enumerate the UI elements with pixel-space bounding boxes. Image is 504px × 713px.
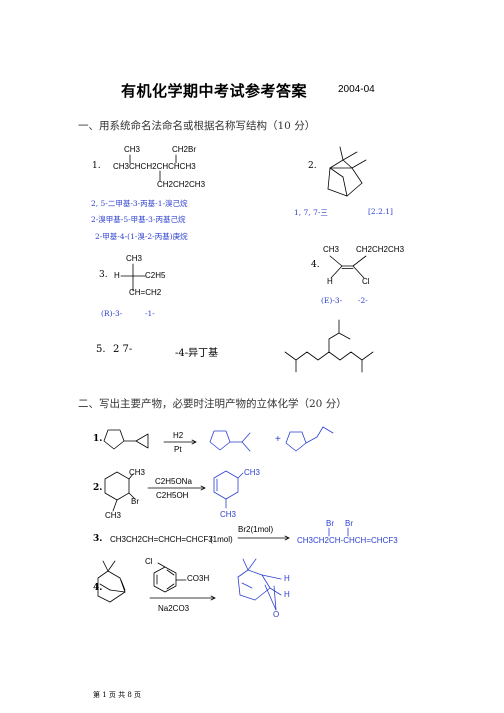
q4-answer-right: -2- [358,296,368,305]
q4-bottom-cl: Cl [362,277,370,286]
q2-number: 2. [308,161,317,171]
q4-alkene-structure [330,256,366,278]
q3-right-ethyl: C2H5 [145,271,166,280]
q1-answer-2: 2-溴甲基-5-甲基-3-丙基己烷 [91,215,186,224]
q2-answer-left: 1, 7, 7-三 [294,208,328,217]
q5-skeletal-structure [285,352,373,360]
r4-prod-h2: H [284,590,290,599]
q4-number: 4. [311,260,320,270]
r1-reactant-structure [104,430,148,449]
q3-number: 3. [99,270,108,280]
q4-bottom-h: H [327,277,333,286]
page-number: 第 1 页 共 8 页 [93,691,142,699]
r3-amount: (1mol) [210,535,233,544]
r3-arrowhead [285,536,289,540]
q1-answer-1: 2, 5-二甲基-3-丙基-1-溴己烷 [91,199,188,208]
r2-reagent-solvent: C2H5OH [156,491,189,500]
q1-answer-3: 2-甲基-4-(1-溴-2-丙基)庚烷 [95,232,188,241]
r1-arrowhead [192,440,196,444]
r2-sub-ch3-top: CH3 [129,468,146,477]
q4-top-propyl: CH2CH2CH3 [356,245,405,254]
r1-plus: + [275,434,281,445]
r1-product-isopropylcyclopentane [210,431,250,451]
q3-top-ch3: CH3 [126,254,143,263]
r2-prod-ch3-top: CH3 [244,468,261,477]
r1-reagent-pt: Pt [174,445,182,454]
q3-bottom-vinyl: CH=CH2 [129,288,162,297]
r4-reagent-base: Na2CO3 [158,604,190,613]
r2-prod-ch3-bottom: CH3 [220,510,237,519]
q5-number: 5. [96,344,106,355]
q5-name-left: 2 7- [113,344,133,355]
page-title: 有机化学期中考试参考答案 [121,82,308,100]
q4-answer-left: (E)-3- [321,296,343,305]
q5-isobutyl-branch [329,333,350,352]
r1-product-propylcyclopentane [286,427,333,451]
r2-reactant-structure [105,472,135,511]
section2-heading: 二、写出主要产物，必要时注明产物的立体化学（20 分） [78,398,347,410]
r4-reagent-structure [154,563,186,592]
section1-heading: 一、用系统命名法命名或根据名称写结构（10 分） [78,120,316,132]
q2-bicyclic-structure [328,147,366,196]
q3-answer-right: -1- [145,309,155,318]
r2-sub-ch3-bottom: CH3 [105,511,122,520]
r3-prod-br1: Br [326,519,334,528]
r2-sub-br: Br [131,497,139,506]
r4-reactant-structure [98,561,125,602]
q3-left-h: H [114,271,120,280]
page-date: 2004-04 [338,84,375,95]
q1-sub-ch2br: CH2Br [172,145,197,154]
q1-number: 1. [92,161,101,171]
r4-prod-h1: H [284,574,290,583]
r4-prod-o: O [273,610,280,619]
r3-prod-br2: Br [345,519,353,528]
q4-top-ch3: CH3 [323,245,340,254]
r3-reactant: CH3CH2CH=CHCH=CHCF3 [110,535,213,544]
r4-product-epoxide [238,559,281,610]
r1-reagent-h2: H2 [173,431,184,440]
r2-arrowhead [201,486,205,490]
r4-arrowhead [211,596,215,600]
r1-number: 1. [93,434,103,444]
q1-sub-ch3: CH3 [124,145,141,154]
r3-reagent: Br2(1mol) [238,525,274,534]
q5-name-right: -4-异丁基 [175,348,219,359]
r3-product: CH3CH2CH-CHCH=CHCF3 [297,536,398,545]
q1-main-chain: CH3CHCH2CHCHCH3 [113,162,196,171]
r4-reagent-peracid: CO3H [187,574,210,583]
q1-sub-propyl: CH2CH2CH3 [157,180,206,189]
q2-answer-right: [2.2.1] [368,207,393,216]
r2-reagent-base: C2H5ONa [155,477,192,486]
r2-number: 2. [93,483,103,493]
r4-reagent-cl: Cl [145,557,153,566]
r2-product-structure [214,471,243,508]
q3-answer-left: (R)-3- [101,309,123,318]
r3-number: 3. [93,534,103,544]
